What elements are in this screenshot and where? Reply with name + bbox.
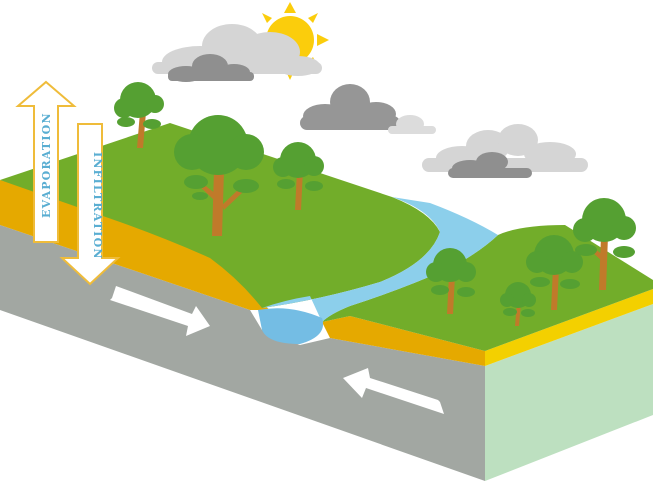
- tree-icon: [114, 82, 164, 148]
- flow-arrow-icon: [110, 286, 210, 336]
- tree-icon: [273, 142, 324, 210]
- cloud-icon: [152, 24, 322, 82]
- river-mouth: [258, 308, 324, 344]
- infiltration-label: INFILTRATION: [91, 152, 104, 260]
- infiltration-arrow: INFILTRATION: [59, 123, 121, 286]
- cloud-icon: [300, 84, 436, 134]
- soil-layer: [0, 180, 270, 310]
- tree-icon: [573, 198, 636, 290]
- flow-arrow-icon: [343, 368, 444, 414]
- cloud-icon: [422, 124, 588, 178]
- river: [262, 197, 498, 322]
- evaporation-arrow: EVAPORATION: [15, 80, 77, 243]
- tree-icon: [526, 235, 583, 310]
- evaporation-arrow-icon: [15, 80, 77, 243]
- soil-layer: [322, 316, 485, 366]
- evaporation-label: EVAPORATION: [40, 112, 53, 218]
- soil-layer: [485, 289, 653, 366]
- tree-icon: [174, 115, 264, 236]
- bedrock-side-face: [485, 304, 653, 481]
- tree-icon: [500, 282, 536, 326]
- tree-icon: [426, 248, 476, 314]
- infiltration-arrow-icon: [59, 123, 121, 286]
